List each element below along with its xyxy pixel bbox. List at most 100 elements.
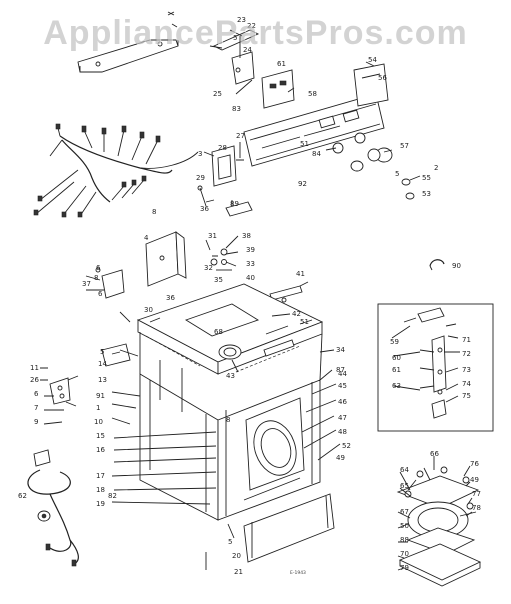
label-26: 26 <box>30 376 39 384</box>
label-5c: 5 <box>100 348 104 356</box>
label-6b: 6 <box>98 290 103 298</box>
label-36b: 36 <box>166 294 175 302</box>
label-2: 2 <box>434 164 438 172</box>
label-52: 52 <box>342 442 351 450</box>
label-4: 4 <box>144 234 149 242</box>
label-68: 68 <box>214 328 223 336</box>
label-27: 27 <box>236 132 245 140</box>
label-24: 24 <box>243 46 252 54</box>
label-66: 66 <box>430 450 439 458</box>
label-9: 9 <box>34 418 38 426</box>
label-7: 7 <box>34 404 38 412</box>
figure-code: E-1943 <box>290 570 306 576</box>
label-60: 60 <box>392 354 401 362</box>
label-64: 64 <box>400 466 409 474</box>
label-87: 87 <box>336 366 345 374</box>
label-74: 74 <box>462 380 471 388</box>
label-90: 90 <box>452 262 461 270</box>
label-29: 29 <box>196 174 205 182</box>
wire-harness <box>33 123 199 218</box>
rear-panel <box>101 343 131 367</box>
label-10: 10 <box>94 418 103 426</box>
label-58: 58 <box>308 90 317 98</box>
label-54: 54 <box>368 56 377 64</box>
label-1: 1 <box>96 404 100 412</box>
label-15: 15 <box>96 432 105 440</box>
label-17: 17 <box>96 472 105 480</box>
label-36: 36 <box>200 205 209 213</box>
label-40: 40 <box>246 274 255 282</box>
label-39: 39 <box>246 246 255 254</box>
label-35: 35 <box>214 276 223 284</box>
label-33: 33 <box>246 260 255 268</box>
callout-labels: 23 22 5 24 25 61 58 83 54 56 27 28 3 51 … <box>18 16 481 576</box>
pulley-assembly <box>205 239 232 271</box>
label-73: 73 <box>462 366 471 374</box>
label-46: 46 <box>338 398 347 406</box>
inset-detail-box <box>377 303 494 432</box>
label-21: 21 <box>234 568 243 576</box>
label-19: 19 <box>96 500 105 508</box>
leader-lines <box>111 29 473 571</box>
label-84: 84 <box>312 150 321 158</box>
label-57: 57 <box>400 142 409 150</box>
label-59: 59 <box>390 338 399 346</box>
label-32: 32 <box>204 264 213 272</box>
label-20: 20 <box>232 552 241 560</box>
label-79: 79 <box>400 564 409 572</box>
label-50: 50 <box>400 522 409 530</box>
label-56: 56 <box>378 74 387 82</box>
label-44: 44 <box>338 370 347 378</box>
label-8: 8 <box>152 208 156 216</box>
label-89: 89 <box>230 200 239 208</box>
terminal-block <box>40 367 79 425</box>
label-6c: 6 <box>34 390 39 398</box>
label-67: 67 <box>400 508 409 516</box>
mounting-bracket <box>145 231 187 287</box>
label-49: 49 <box>336 454 345 462</box>
top-rear-bracket <box>77 11 179 73</box>
label-5: 5 <box>233 34 237 42</box>
label-28: 28 <box>218 144 227 152</box>
hose-clamp <box>429 259 445 271</box>
label-83: 83 <box>232 105 241 113</box>
toe-panel <box>243 493 335 563</box>
label-61b: 61 <box>392 366 401 374</box>
label-49b: 49 <box>470 476 479 484</box>
knob-assembly <box>350 147 415 200</box>
label-53: 53 <box>422 190 431 198</box>
console-bracket <box>212 29 260 85</box>
label-41: 41 <box>296 270 305 278</box>
label-6: 6 <box>96 264 101 272</box>
label-72: 72 <box>462 350 471 358</box>
label-8b: 8 <box>94 274 98 282</box>
label-63: 63 <box>392 382 401 390</box>
control-panel <box>243 63 389 167</box>
label-47: 47 <box>338 414 347 422</box>
label-3: 3 <box>198 150 202 158</box>
label-38: 38 <box>242 232 251 240</box>
switch-bracket <box>261 69 295 109</box>
label-77: 77 <box>472 490 481 498</box>
label-11: 11 <box>30 364 39 372</box>
label-92: 92 <box>298 180 307 188</box>
valve-bracket <box>85 267 125 299</box>
label-88: 88 <box>400 536 409 544</box>
label-31: 31 <box>208 232 217 240</box>
label-22: 22 <box>247 22 256 30</box>
label-5b: 5 <box>395 170 399 178</box>
label-61: 61 <box>277 60 286 68</box>
label-51b: 51 <box>300 318 309 326</box>
label-5d: 5 <box>228 538 232 546</box>
label-70: 70 <box>400 550 409 558</box>
label-34: 34 <box>336 346 345 354</box>
label-76: 76 <box>470 460 479 468</box>
label-30: 30 <box>144 306 153 314</box>
label-8c: 8 <box>226 416 230 424</box>
cabinet <box>136 283 324 521</box>
label-23: 23 <box>237 16 246 24</box>
label-78: 78 <box>472 504 481 512</box>
label-42: 42 <box>292 310 301 318</box>
